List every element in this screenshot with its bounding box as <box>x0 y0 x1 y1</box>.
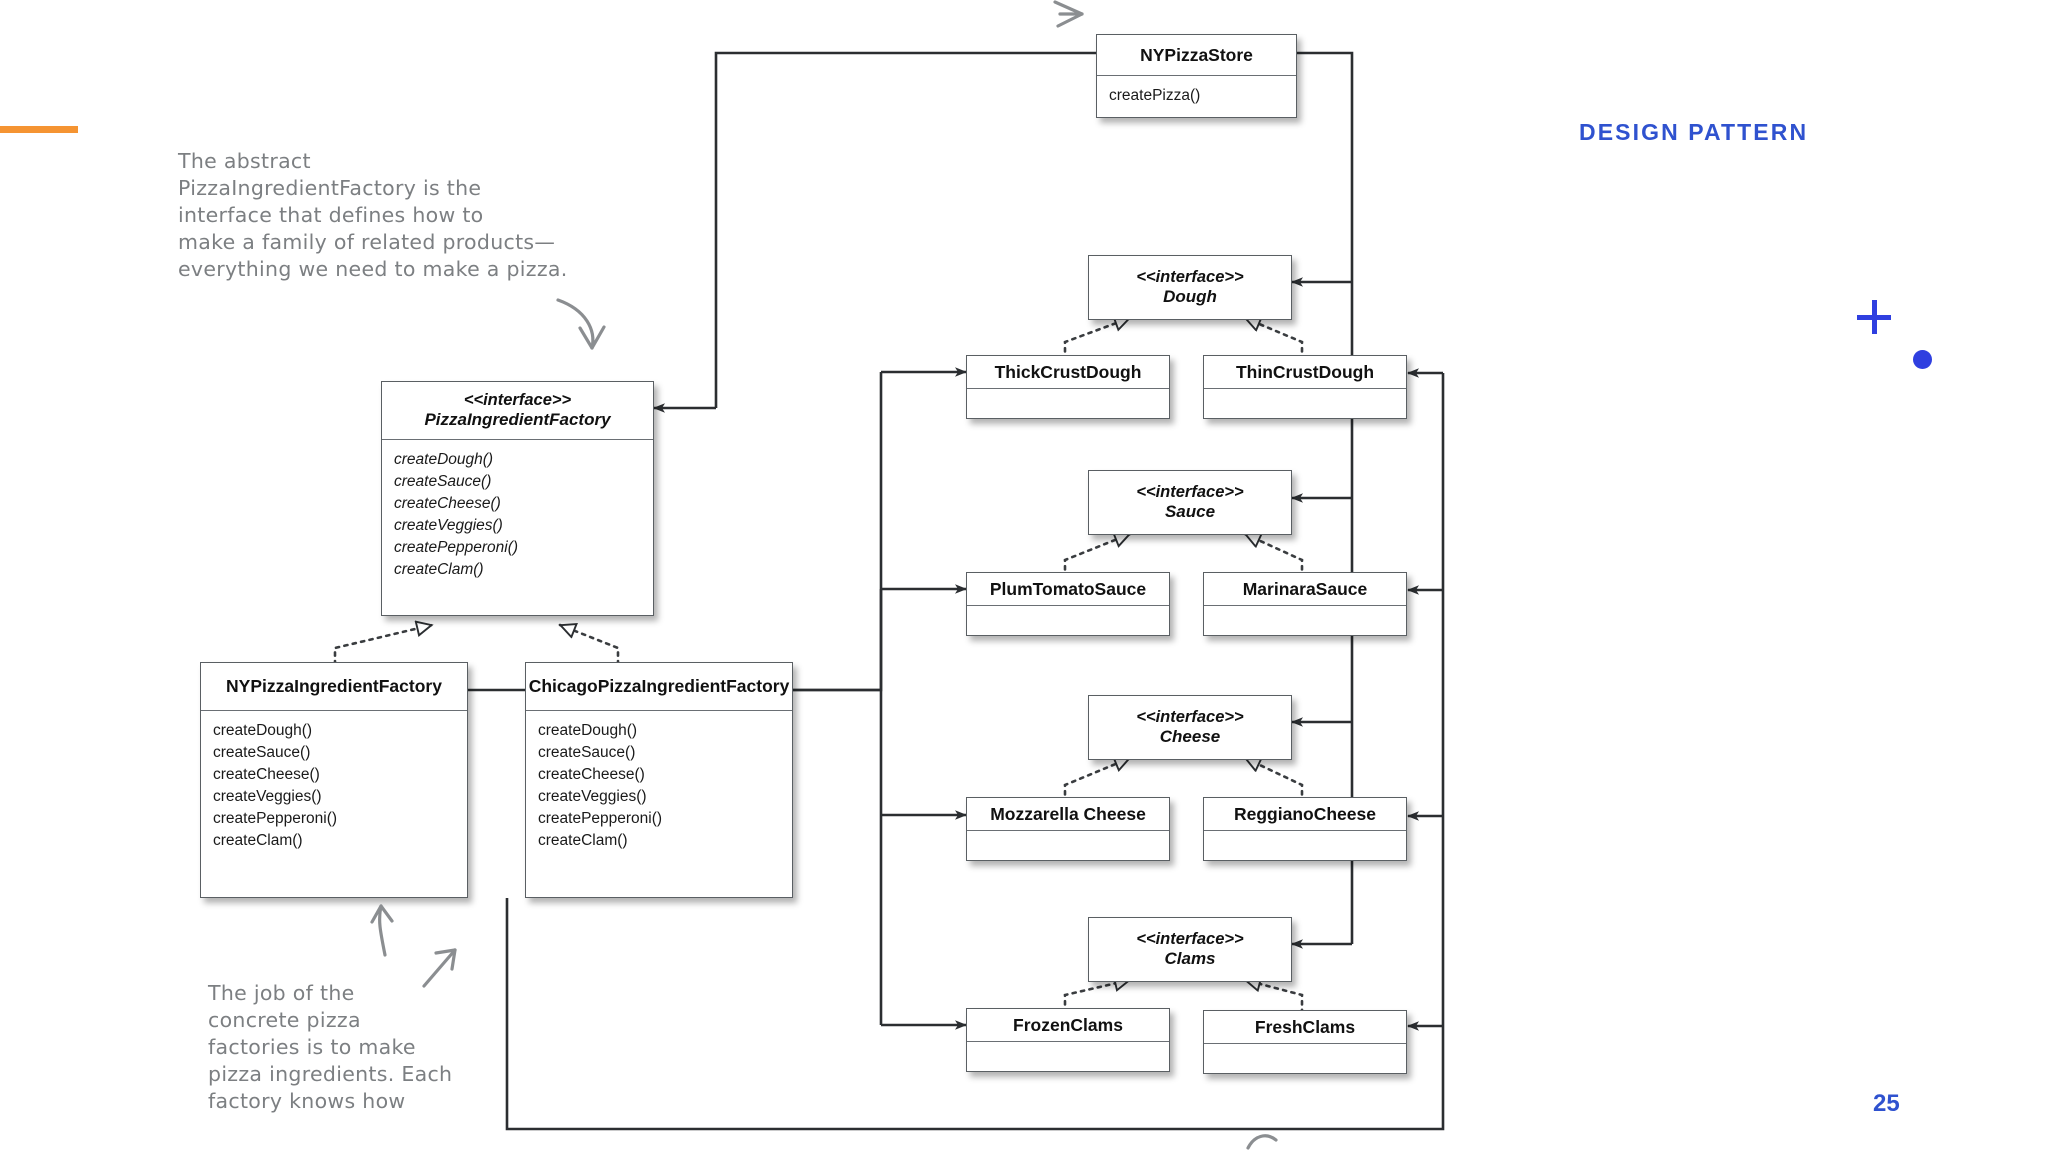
method-item: createDough() <box>394 451 494 469</box>
stereotype: <<interface>> <box>1136 930 1244 949</box>
class-title: NYPizzaStore <box>1140 44 1253 65</box>
class-title: Sauce <box>1164 502 1216 522</box>
class-title: Dough <box>1163 287 1217 307</box>
method-item: createDough() <box>213 722 313 740</box>
method-item: createVeggies() <box>538 788 647 806</box>
slide-label: DESIGN PATTERN <box>1579 119 1809 145</box>
accent-bar <box>0 126 78 133</box>
method-item: createPepperoni() <box>394 539 519 557</box>
class-title: ThinCrustDough <box>1235 361 1375 382</box>
stereotype: <<interface>> <box>1136 483 1244 502</box>
uml-interface-cheese[interactable]: <<interface>> Cheese <box>1088 695 1292 760</box>
method-item: createClam() <box>394 561 484 579</box>
method-item: createVeggies() <box>394 517 503 535</box>
divider <box>1097 75 1296 77</box>
method-item: createDough() <box>538 722 638 740</box>
method-item: createPepperoni() <box>538 810 663 828</box>
class-title: ReggianoCheese <box>1234 803 1376 824</box>
plus-icon <box>1857 300 1891 334</box>
class-title: PizzaIngredientFactory <box>424 410 611 430</box>
uml-class-chicagopizzaingredientfactory[interactable]: ChicagoPizzaIngredientFactory createDoug… <box>525 662 793 898</box>
class-title: NYPizzaIngredientFactory <box>226 676 442 697</box>
class-title: FreshClams <box>1254 1016 1356 1037</box>
uml-class-thincrustdough[interactable]: ThinCrustDough <box>1203 355 1407 419</box>
class-title: PlumTomatoSauce <box>989 578 1147 599</box>
method-item: createSauce() <box>394 473 492 491</box>
uml-class-nypizzaingredientfactory[interactable]: NYPizzaIngredientFactory createDough() c… <box>200 662 468 898</box>
uml-interface-pizzaingredientfactory[interactable]: <<interface>> PizzaIngredientFactory cre… <box>381 381 654 616</box>
uml-interface-dough[interactable]: <<interface>> Dough <box>1088 255 1292 320</box>
method-item: createClam() <box>213 832 303 850</box>
method-item: createCheese() <box>394 495 501 513</box>
class-title: ThickCrustDough <box>994 361 1142 382</box>
dot-icon <box>1913 350 1932 369</box>
stereotype: <<interface>> <box>463 391 572 410</box>
uml-class-freshclams[interactable]: FreshClams <box>1203 1010 1407 1074</box>
uml-class-nypizzastore[interactable]: NYPizzaStore createPizza() <box>1096 34 1297 118</box>
class-title: Clams <box>1164 949 1216 969</box>
uml-interface-clams[interactable]: <<interface>> Clams <box>1088 917 1292 982</box>
method-item: createClam() <box>538 832 628 850</box>
class-title: Cheese <box>1159 727 1221 747</box>
note-abstract-factory: The abstract PizzaIngredientFactory is t… <box>178 149 568 282</box>
class-title: ChicagoPizzaIngredientFactory <box>528 676 790 697</box>
stereotype: <<interface>> <box>1136 708 1244 727</box>
method-item: createVeggies() <box>213 788 322 806</box>
class-title: Mozzarella Cheese <box>990 803 1146 824</box>
method-item: createCheese() <box>213 766 320 784</box>
method-item: createSauce() <box>538 744 636 762</box>
page-number: 25 <box>1873 1090 1900 1117</box>
method-item: createPepperoni() <box>213 810 338 828</box>
uml-class-mozzarellacheese[interactable]: Mozzarella Cheese <box>966 797 1170 861</box>
stereotype: <<interface>> <box>1136 268 1244 287</box>
uml-class-thickcrustdough[interactable]: ThickCrustDough <box>966 355 1170 419</box>
uml-class-plumtomatosauce[interactable]: PlumTomatoSauce <box>966 572 1170 636</box>
method-item: createSauce() <box>213 744 311 762</box>
class-title: FrozenClams <box>1013 1014 1123 1035</box>
method-item: createPizza() <box>1109 87 1201 105</box>
uml-interface-sauce[interactable]: <<interface>> Sauce <box>1088 470 1292 535</box>
uml-class-frozenclams[interactable]: FrozenClams <box>966 1008 1170 1072</box>
method-item: createCheese() <box>538 766 645 784</box>
note-concrete-factories: The job of the concrete pizza factories … <box>208 981 453 1114</box>
uml-class-reggianocheese[interactable]: ReggianoCheese <box>1203 797 1407 861</box>
divider <box>201 710 467 712</box>
class-title: MarinaraSauce <box>1242 578 1368 599</box>
uml-class-marinarasauce[interactable]: MarinaraSauce <box>1203 572 1407 636</box>
